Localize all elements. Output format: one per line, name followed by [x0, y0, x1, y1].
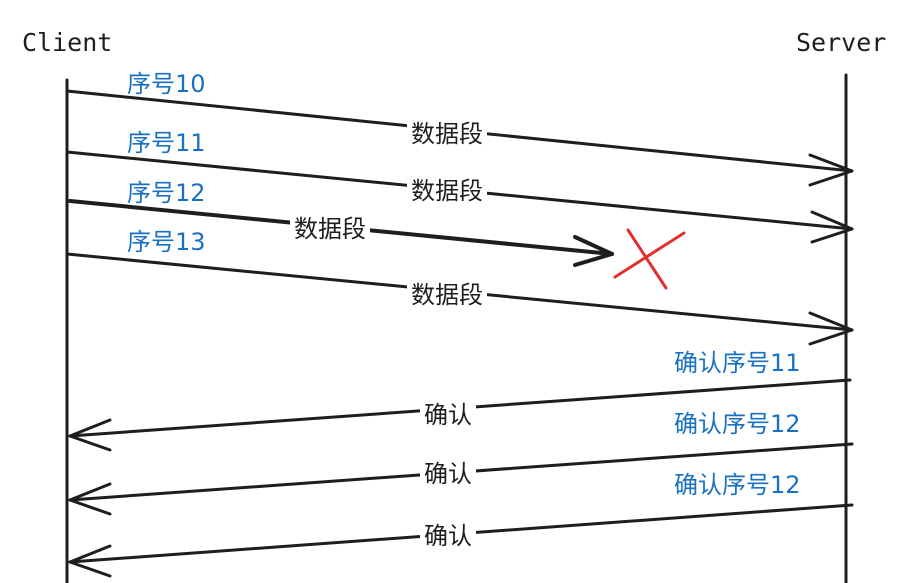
server-actor-label: Server: [796, 28, 887, 57]
seq-label-1: 序号10: [127, 70, 206, 98]
ack-label-3: 确认: [420, 516, 476, 551]
message-label-4: 数据段: [407, 275, 487, 310]
ack-seq-label-2: 确认序号12: [674, 410, 801, 438]
client-actor-label: Client: [22, 28, 113, 57]
lost-packet-x-icon: [613, 228, 686, 290]
message-label-3: 数据段: [290, 209, 370, 244]
seq-label-4: 序号13: [127, 228, 206, 256]
seq-label-2: 序号11: [127, 129, 206, 157]
ack-label-2: 确认: [420, 454, 476, 489]
ack-seq-label-1: 确认序号11: [674, 349, 801, 377]
ack-label-1: 确认: [420, 395, 476, 430]
seq-label-3: 序号12: [127, 179, 206, 207]
message-label-1: 数据段: [407, 114, 487, 149]
message-label-2: 数据段: [407, 171, 487, 206]
ack-seq-label-3: 确认序号12: [674, 471, 801, 499]
